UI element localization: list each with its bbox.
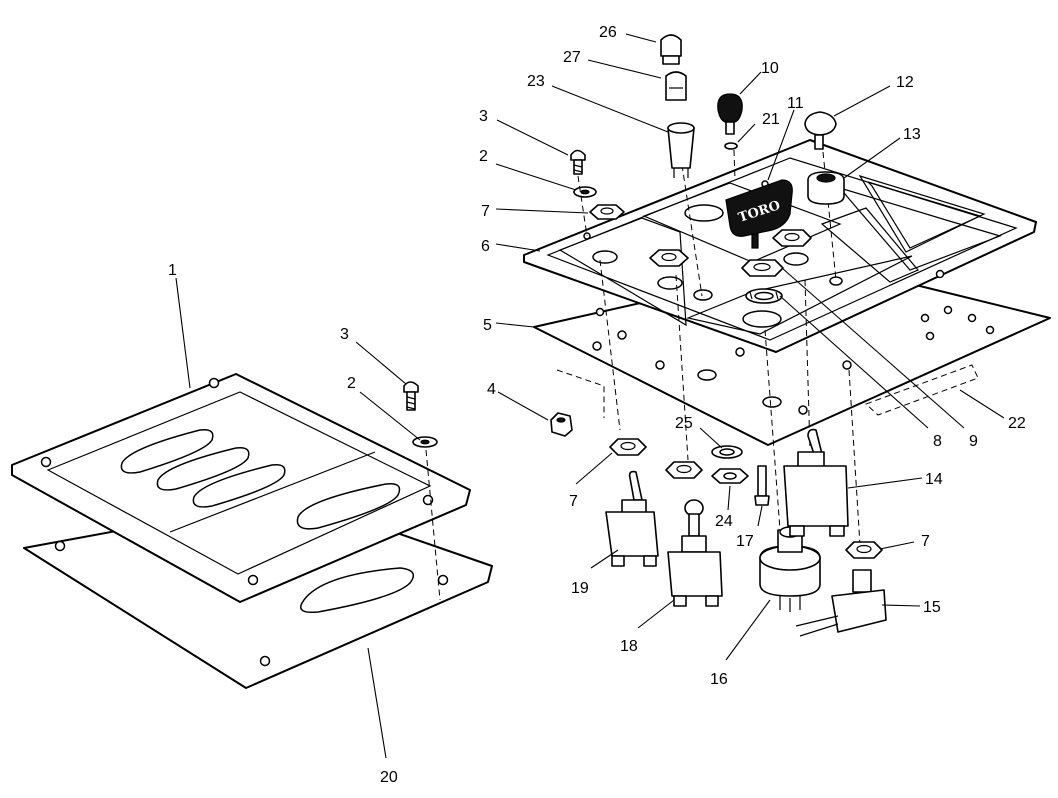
callout-leaders bbox=[175, 33, 1005, 759]
callout-3: 3 bbox=[340, 326, 349, 343]
switches-and-hardware bbox=[550, 412, 887, 637]
callout-10: 10 bbox=[761, 60, 779, 77]
callout-7: 7 bbox=[569, 493, 578, 510]
callout-18: 18 bbox=[620, 638, 638, 655]
callout-11: 11 bbox=[787, 95, 804, 112]
callout-13: 13 bbox=[903, 126, 921, 143]
callout-4: 4 bbox=[487, 381, 496, 398]
callout-7: 7 bbox=[481, 203, 490, 220]
callout-labels: 1 2 2 3 3 4 5 6 7 7 7 8 9 10 11 12 13 14… bbox=[168, 24, 1026, 786]
callout-2: 2 bbox=[479, 148, 488, 165]
top-plate-1 bbox=[11, 373, 471, 603]
callout-14: 14 bbox=[925, 471, 943, 488]
callout-20: 20 bbox=[380, 769, 398, 786]
callout-25: 25 bbox=[675, 415, 693, 432]
control-panel-6 bbox=[523, 139, 1037, 353]
callout-5: 5 bbox=[483, 317, 492, 334]
callout-3: 3 bbox=[479, 108, 488, 125]
callout-16: 16 bbox=[710, 671, 728, 688]
callout-6: 6 bbox=[481, 238, 490, 255]
lamp-and-key-parts: TORO bbox=[660, 34, 845, 249]
callout-22: 22 bbox=[1008, 415, 1026, 432]
callout-15: 15 bbox=[923, 599, 941, 616]
callout-26: 26 bbox=[599, 24, 617, 41]
callout-7: 7 bbox=[921, 533, 930, 550]
callout-1: 1 bbox=[168, 262, 177, 279]
callout-27: 27 bbox=[563, 49, 581, 66]
callout-2: 2 bbox=[347, 375, 356, 392]
left-fasteners bbox=[403, 381, 441, 601]
callout-12: 12 bbox=[896, 74, 914, 91]
callout-21: 21 bbox=[762, 111, 780, 128]
callout-19: 19 bbox=[571, 580, 589, 597]
callout-17: 17 bbox=[736, 533, 754, 550]
callout-24: 24 bbox=[715, 513, 733, 530]
callout-8: 8 bbox=[933, 433, 942, 450]
callout-9: 9 bbox=[969, 433, 978, 450]
callout-23: 23 bbox=[527, 73, 545, 90]
